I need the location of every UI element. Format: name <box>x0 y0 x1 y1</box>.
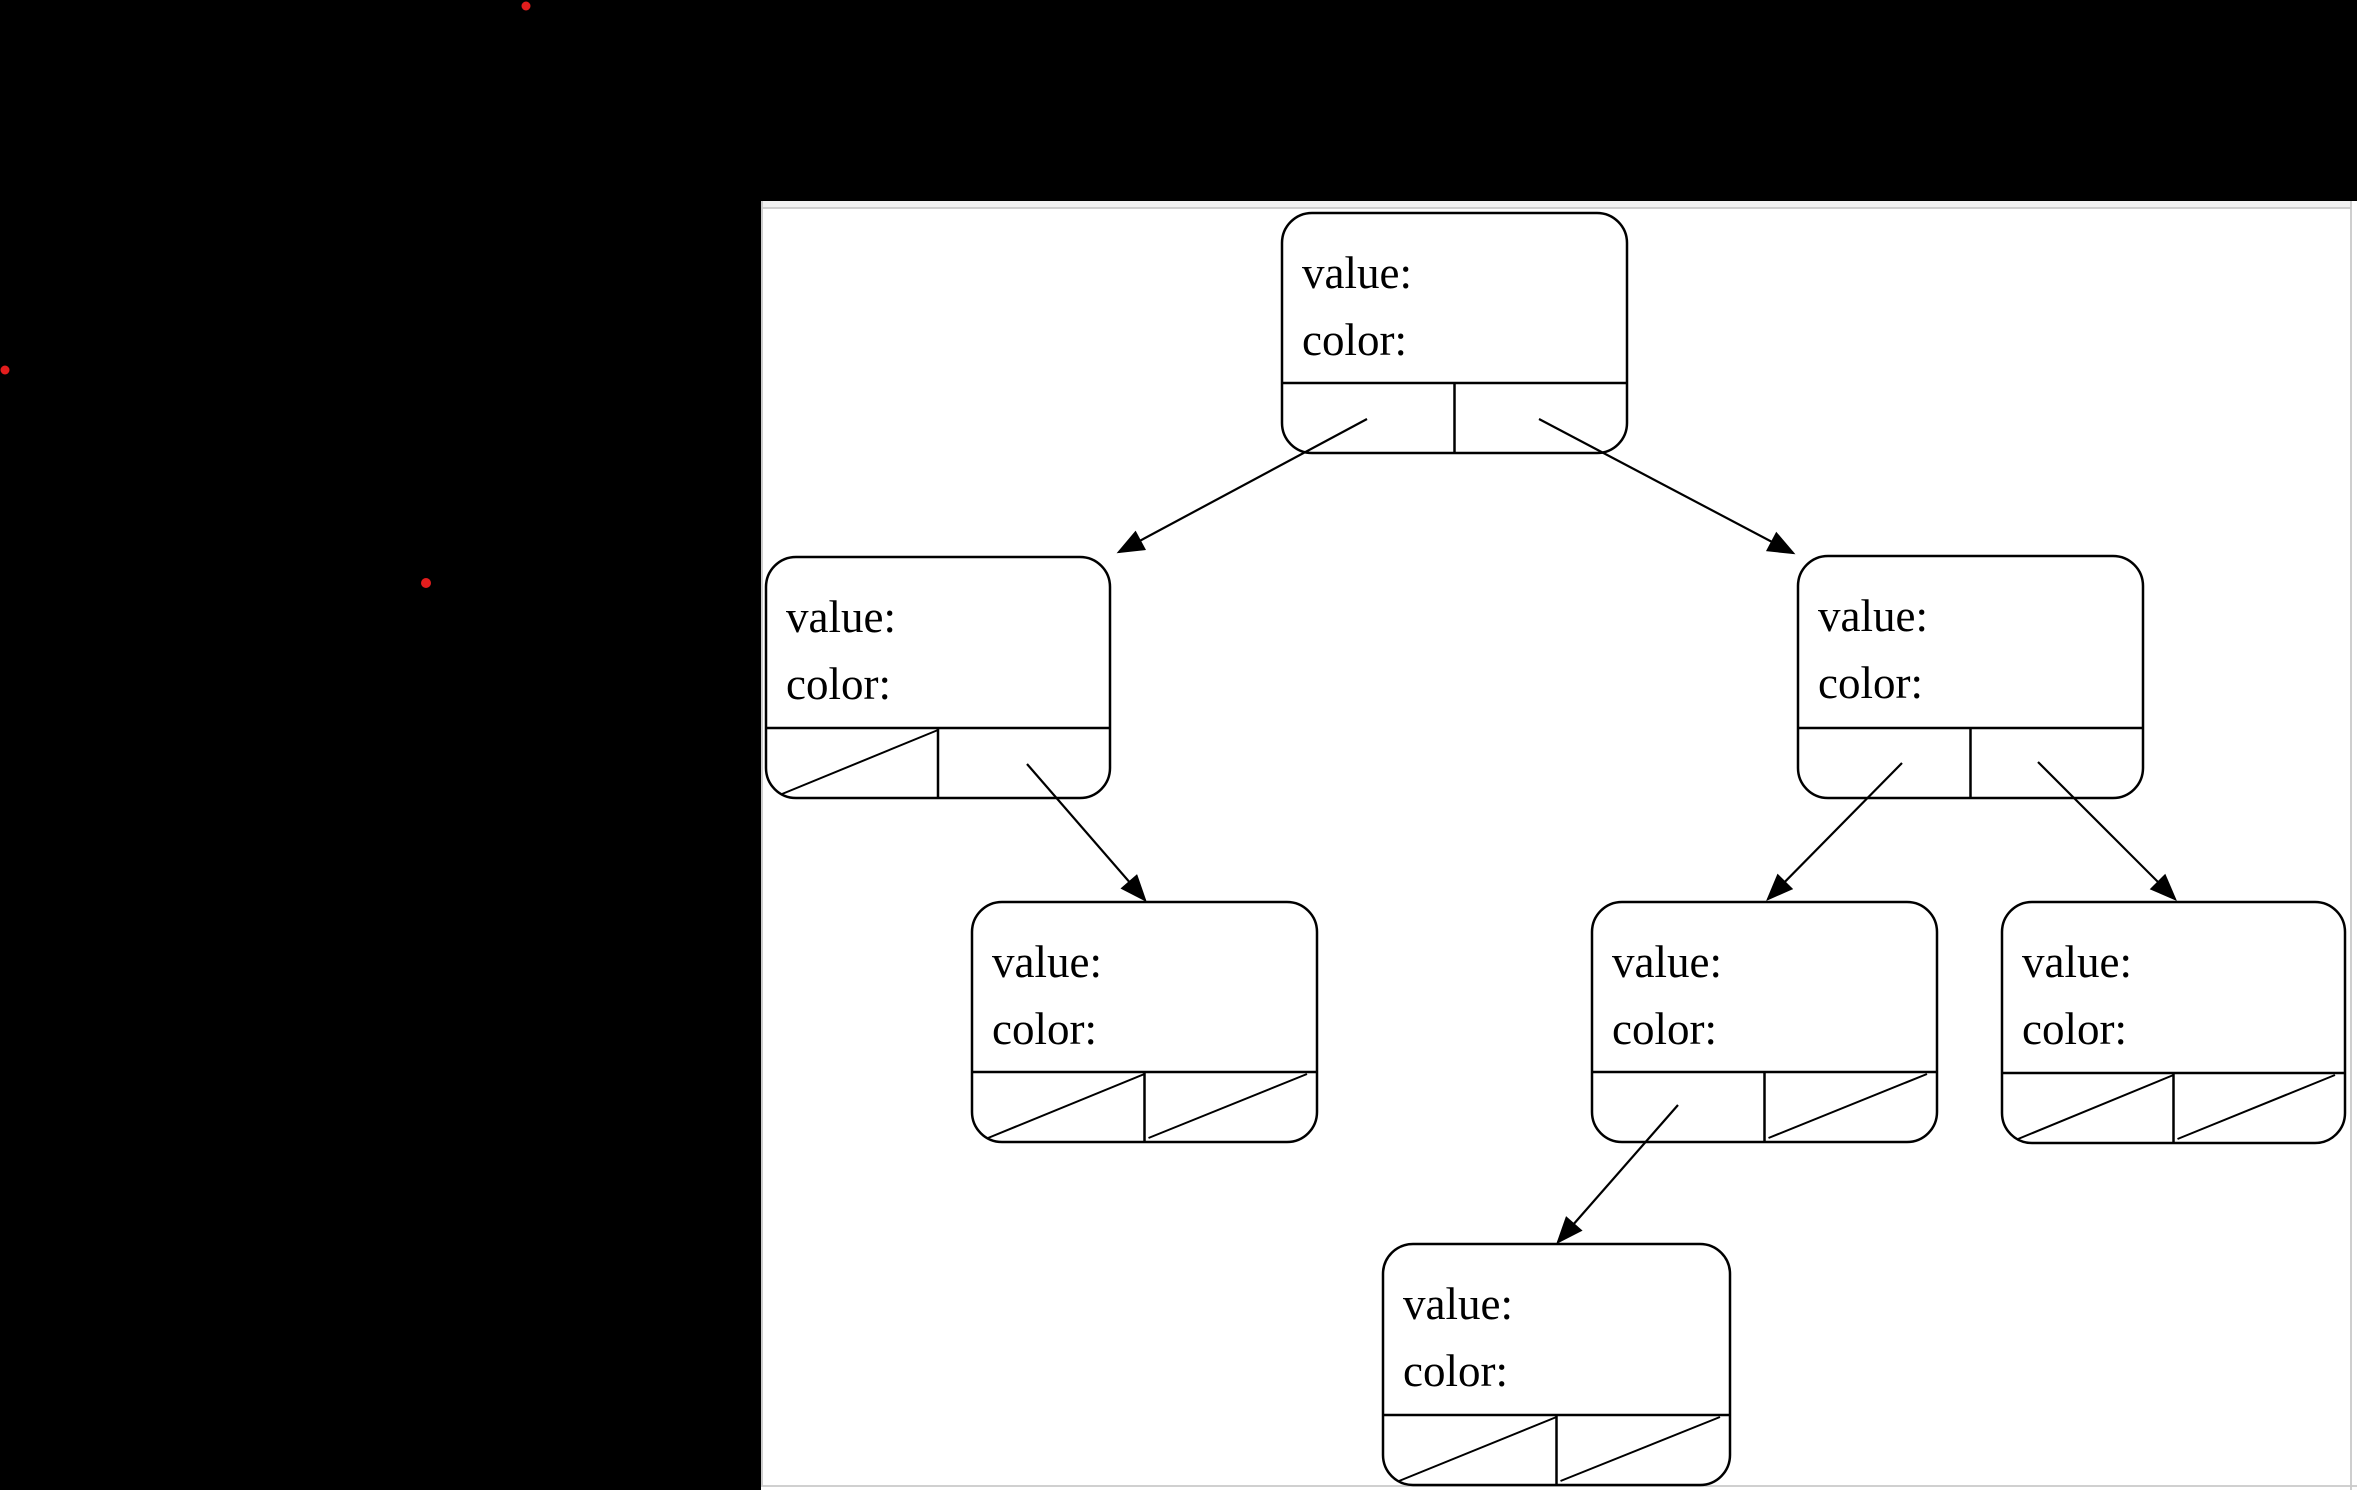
null-slash-left-pointer <box>2017 1074 2174 1140</box>
node-label-color: color: <box>2022 1004 2127 1054</box>
node-label-value: value: <box>786 592 896 642</box>
red-dot <box>421 578 431 588</box>
tree-node-root: value: color: <box>1280 211 1629 455</box>
node-label-value: value: <box>992 937 1102 987</box>
red-dot <box>521 1 531 11</box>
node-label-color: color: <box>786 659 891 709</box>
null-slash-right-pointer <box>2177 1074 2336 1140</box>
null-slash-left-pointer <box>781 729 939 795</box>
tree-node-right-child: value: color: <box>1796 554 2145 800</box>
red-dot <box>0 365 10 375</box>
tree-node-right-left-grandchild: value: color: <box>1590 900 1939 1144</box>
node-label-color: color: <box>992 1004 1097 1054</box>
panel-top-strip <box>761 201 2351 208</box>
edge-left-child-to-left-right-grandchild <box>1026 763 1147 903</box>
edge-right-child-to-right-left-grandchild <box>1766 762 1903 901</box>
node-label-color: color: <box>1403 1346 1508 1396</box>
null-slash-right-pointer <box>1768 1073 1928 1139</box>
tree-node-left-right-grandchild: value: color: <box>970 900 1319 1144</box>
node-label-color: color: <box>1302 315 1407 365</box>
null-slash-left-pointer <box>987 1073 1145 1139</box>
node-label-color: color: <box>1818 658 1923 708</box>
node-label-value: value: <box>1302 248 1412 298</box>
edge-root-to-right-child <box>1538 418 1796 555</box>
edge-right-child-to-right-right-grandchild <box>2037 761 2177 901</box>
node-label-color: color: <box>1612 1004 1717 1054</box>
node-label-value: value: <box>1403 1279 1513 1329</box>
null-slash-right-pointer <box>1560 1416 1721 1482</box>
null-slash-right-pointer <box>1148 1073 1308 1139</box>
tree-node-bottom-node: value: color: <box>1381 1242 1732 1487</box>
edge-right-left-grandchild-to-bottom-node <box>1556 1104 1679 1245</box>
tree-node-left-child: value: color: <box>764 555 1112 800</box>
node-label-value: value: <box>1612 937 1722 987</box>
null-slash-left-pointer <box>1398 1416 1557 1482</box>
edge-root-to-left-child <box>1116 418 1368 554</box>
node-label-value: value: <box>1818 591 1928 641</box>
tree-node-right-right-grandchild: value: color: <box>2000 900 2347 1145</box>
node-label-value: value: <box>2022 937 2132 987</box>
